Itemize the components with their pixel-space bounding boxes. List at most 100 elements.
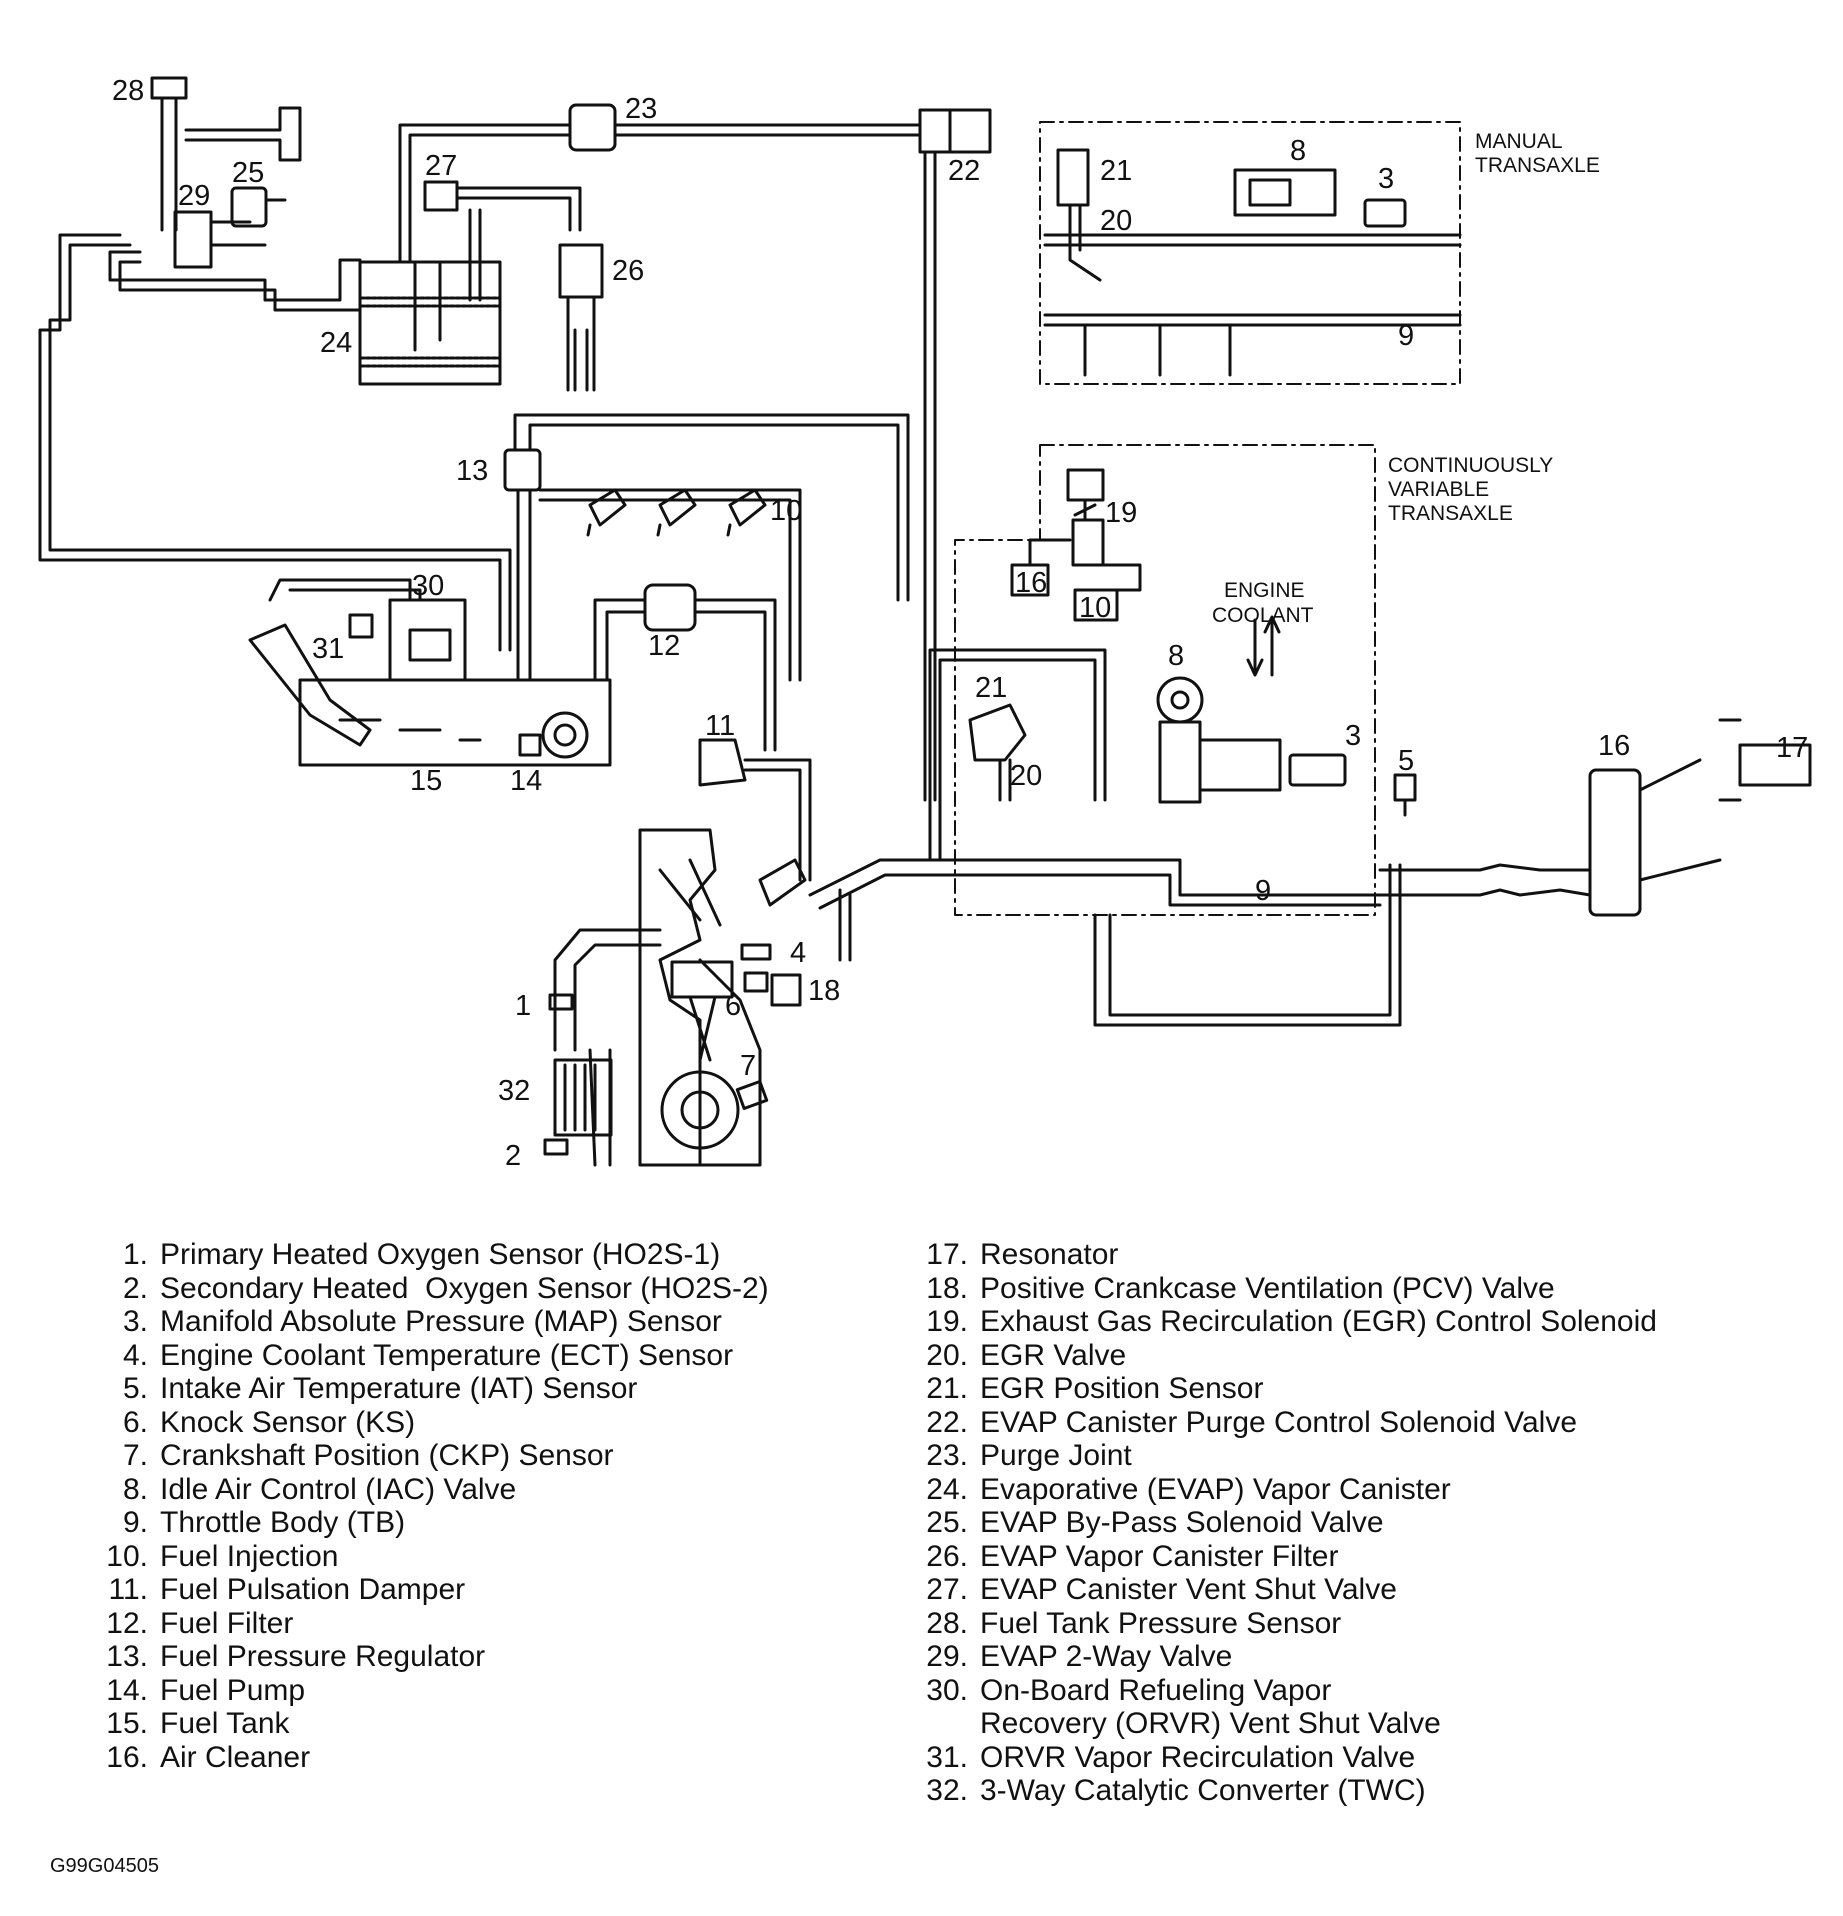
egr-solenoid-19 [1066,468,1105,567]
legend-number: 1. [122,1238,148,1271]
legend-number: 26. [926,1539,968,1573]
legend-number: 12. [106,1606,148,1640]
legend-number: 11. [108,1573,148,1606]
legend-item: 32.3-Way Catalytic Converter (TWC) [900,1774,1800,1808]
fuel-pulsation-damper-11 [698,738,812,882]
legend-text: Purge Joint [980,1439,1132,1472]
callout-11: 11 [705,710,735,742]
legend-item: 19.Exhaust Gas Recirculation (EGR) Contr… [900,1305,1800,1339]
legend-item: 20.EGR Valve [900,1339,1800,1373]
legend-item: 31. ORVR Vapor Recirculation Valve [900,1741,1800,1775]
air-cleaner-16 [1588,758,1722,917]
legend-item: 24.Evaporative (EVAP) Vapor Canister [900,1473,1800,1507]
callout-6: 6 [725,990,741,1022]
legend-number: 6. [122,1405,148,1439]
vent-shut-valve-27 [423,180,582,302]
legend-item: 11. Fuel Pulsation Damper [80,1573,900,1607]
legend-item-continued: Recovery (ORVR) Vent Shut Valve [900,1707,1800,1741]
callout-20-manual: 20 [1100,205,1132,237]
legend-text: Evaporative (EVAP) Vapor Canister [980,1472,1451,1506]
legend-number: 27. [926,1573,968,1606]
catalytic-converter-32 [553,1058,613,1137]
evap-2-way-valve-29 [173,210,267,269]
legend-item: 7.Crankshaft Position (CKP) Sensor [80,1439,900,1473]
injector-10-engine [758,858,807,907]
legend-item: 12.Fuel Filter [80,1607,900,1641]
legend-item: 8. Idle Air Control (IAC) Valve [80,1473,900,1507]
legend-text: Fuel Pulsation Damper [160,1573,466,1606]
callout-8-cvt: 8 [1168,640,1184,672]
purge-joint-23 [398,103,922,264]
legend-item: 30.On-Board Refueling Vapor [900,1674,1800,1708]
legend-text: Throttle Body (TB) [160,1506,406,1539]
legend-text: EVAP By-Pass Solenoid Valve [980,1506,1384,1539]
legend-text: EVAP Vapor Canister Filter [980,1539,1339,1573]
legend-item: 4.Engine Coolant Temperature (ECT) Senso… [80,1339,900,1373]
fuel-injectors-row [586,488,767,537]
intake-pipes [808,648,1592,1027]
legend-text: Positive Crankcase Ventilation (PCV) Val… [980,1271,1555,1305]
legend-number: 8. [122,1472,148,1506]
legend-number: 17. [926,1238,968,1271]
map-manual-3 [1363,198,1407,228]
legend-item: 3.Manifold Absolute Pressure (MAP) Senso… [80,1305,900,1339]
legend-number: 7. [122,1439,148,1472]
evap-pipes-left [38,233,512,652]
system-diagram: 28 23 22 27 25 29 26 24 13 10 30 31 12 1… [38,75,1812,1172]
callout-23: 23 [625,93,657,125]
callout-9-manual: 9 [1398,320,1414,352]
legend-text: ORVR Vapor Recirculation Valve [980,1740,1416,1774]
manual-caption-line1: MANUAL [1475,130,1563,153]
legend-number: 9. [122,1506,148,1539]
callout-8-manual: 8 [1290,135,1306,167]
callout-26: 26 [612,255,644,287]
legend-number: 30. [926,1673,968,1707]
legend-text: Exhaust Gas Recirculation (EGR) Control … [980,1305,1657,1338]
legend-item: 17. Resonator [900,1238,1800,1272]
legend-number: 32. [926,1774,968,1807]
legend-text: EVAP 2-Way Valve [980,1640,1233,1673]
purge-solenoid-22 [918,108,992,802]
pcv-valve-18 [770,973,802,1007]
callout-13: 13 [456,455,488,487]
o2-sensor-1 [548,993,574,1011]
fuel-tank-pressure-sensor-28 [150,76,302,232]
legend-number: 31. [926,1740,968,1774]
legend-number: 4. [122,1338,148,1372]
callout-2: 2 [505,1140,521,1172]
ckp-sensor-7 [735,1079,769,1111]
legend-number: 15. [106,1707,148,1740]
figure-id: G99G04505 [50,1855,159,1877]
coolant-arrows [1246,615,1281,677]
legend-text: Fuel Tank [160,1707,290,1740]
exhaust-manifold [553,928,662,1167]
fuel-tank-15 [248,623,612,767]
legend-text: Resonator [980,1238,1119,1271]
callout-29: 29 [178,180,210,212]
legend-number: 25. [926,1506,968,1539]
legend-number: 14. [106,1673,148,1707]
fuel-pressure-regulator-13 [503,413,910,682]
legend-text: Intake Air Temperature (IAT) Sensor [160,1372,638,1405]
callout-32: 32 [498,1075,530,1107]
legend-text: Primary Heated Oxygen Sensor (HO2S-1) [160,1238,721,1271]
legend-text: EGR Valve [980,1338,1127,1372]
knock-sensor-6 [743,971,769,993]
cvt-caption-line3: TRANSAXLE [1388,502,1513,525]
legend-text: EGR Position Sensor [980,1372,1264,1405]
callout-3-cvt: 3 [1345,720,1361,752]
legend-text: EVAP Canister Vent Shut Valve [980,1573,1397,1606]
legend-item: 10.Fuel Injection [80,1540,900,1574]
evap-canister-24 [358,260,502,386]
legend-item: 15. Fuel Tank [80,1707,900,1741]
callout-22: 22 [948,155,980,187]
legend-item: 14.Fuel Pump [80,1674,900,1708]
map-cvt-3 [1288,753,1347,787]
manual-transaxle-region [1039,121,1461,385]
iat-sensor-5 [1393,773,1417,817]
legend-number: 22. [926,1405,968,1439]
legend-text: Fuel Pressure Regulator [160,1640,486,1673]
legend-text: Manifold Absolute Pressure (MAP) Sensor [160,1305,722,1338]
legend-number: 29. [926,1640,968,1673]
legend-text: Idle Air Control (IAC) Valve [160,1472,517,1506]
